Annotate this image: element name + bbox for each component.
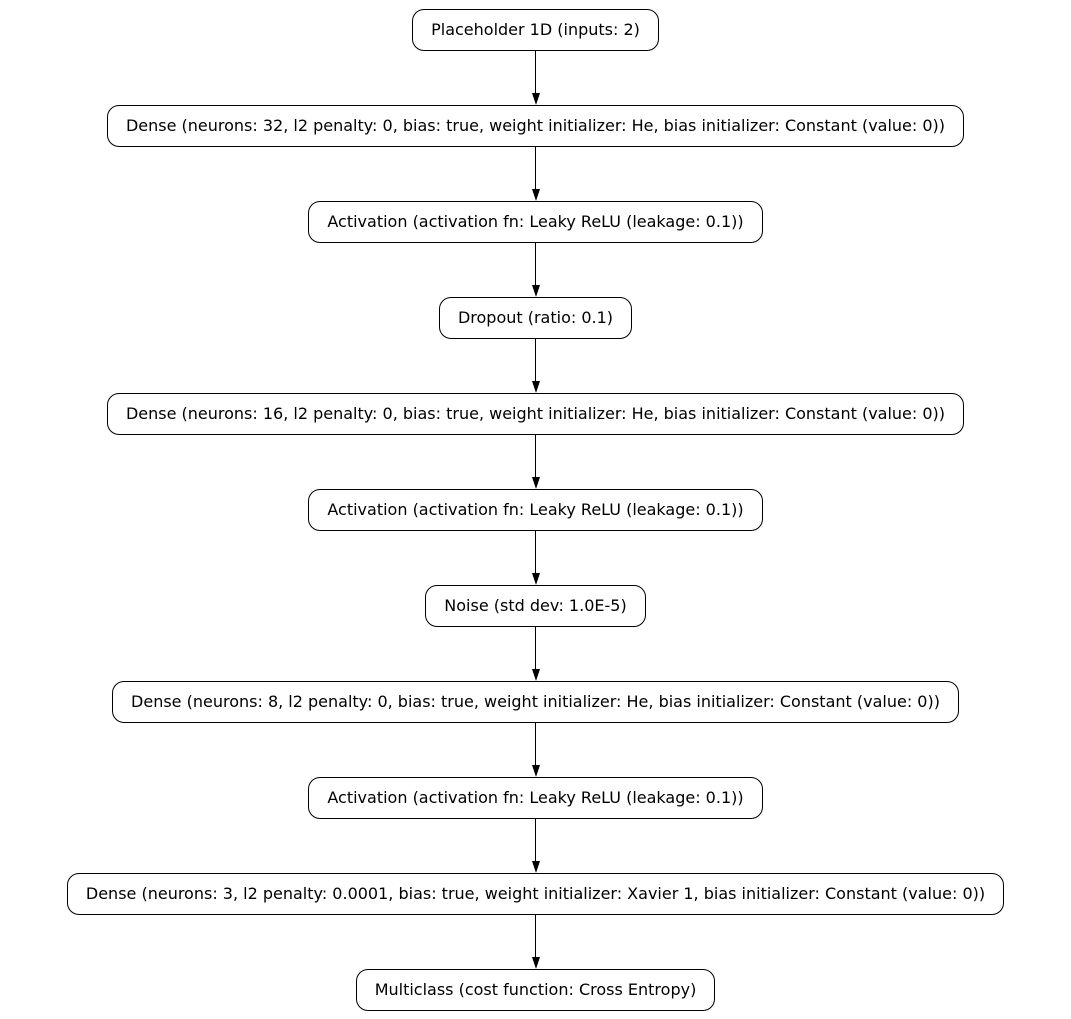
arrowhead-icon xyxy=(531,189,540,201)
edge-arrow xyxy=(531,147,540,201)
arrowhead-icon xyxy=(531,861,540,873)
edge-arrow xyxy=(531,723,540,777)
node-dense-3: Dense (neurons: 3, l2 penalty: 0.0001, b… xyxy=(66,873,1005,915)
arrow-shaft xyxy=(534,531,537,574)
node-dense-16: Dense (neurons: 16, l2 penalty: 0, bias:… xyxy=(106,393,965,435)
edge-arrow xyxy=(531,51,540,105)
node-placeholder-1d: Placeholder 1D (inputs: 2) xyxy=(412,9,659,51)
node-dropout: Dropout (ratio: 0.1) xyxy=(438,297,633,339)
edge-arrow xyxy=(531,819,540,873)
arrow-shaft xyxy=(534,915,537,958)
arrow-shaft xyxy=(534,339,537,382)
arrowhead-icon xyxy=(531,669,540,681)
edge-arrow xyxy=(531,915,540,969)
arrowhead-icon xyxy=(531,765,540,777)
arrow-shaft xyxy=(534,51,537,94)
node-activation-1: Activation (activation fn: Leaky ReLU (l… xyxy=(308,201,763,243)
arrowhead-icon xyxy=(531,477,540,489)
arrowhead-icon xyxy=(531,93,540,105)
edge-arrow xyxy=(531,339,540,393)
arrow-shaft xyxy=(534,723,537,766)
arrow-shaft xyxy=(534,435,537,478)
node-noise: Noise (std dev: 1.0E-5) xyxy=(425,585,646,627)
arrow-shaft xyxy=(534,147,537,190)
edge-arrow xyxy=(531,531,540,585)
node-multiclass: Multiclass (cost function: Cross Entropy… xyxy=(355,969,716,1011)
node-activation-2: Activation (activation fn: Leaky ReLU (l… xyxy=(308,489,763,531)
edge-arrow xyxy=(531,627,540,681)
arrowhead-icon xyxy=(531,285,540,297)
arrow-shaft xyxy=(534,627,537,670)
node-dense-8: Dense (neurons: 8, l2 penalty: 0, bias: … xyxy=(112,681,959,723)
arrowhead-icon xyxy=(531,573,540,585)
node-activation-3: Activation (activation fn: Leaky ReLU (l… xyxy=(308,777,763,819)
edge-arrow xyxy=(531,243,540,297)
node-dense-32: Dense (neurons: 32, l2 penalty: 0, bias:… xyxy=(106,105,965,147)
arrow-shaft xyxy=(534,243,537,286)
edge-arrow xyxy=(531,435,540,489)
arrow-shaft xyxy=(534,819,537,862)
arrowhead-icon xyxy=(531,381,540,393)
arrowhead-icon xyxy=(531,957,540,969)
